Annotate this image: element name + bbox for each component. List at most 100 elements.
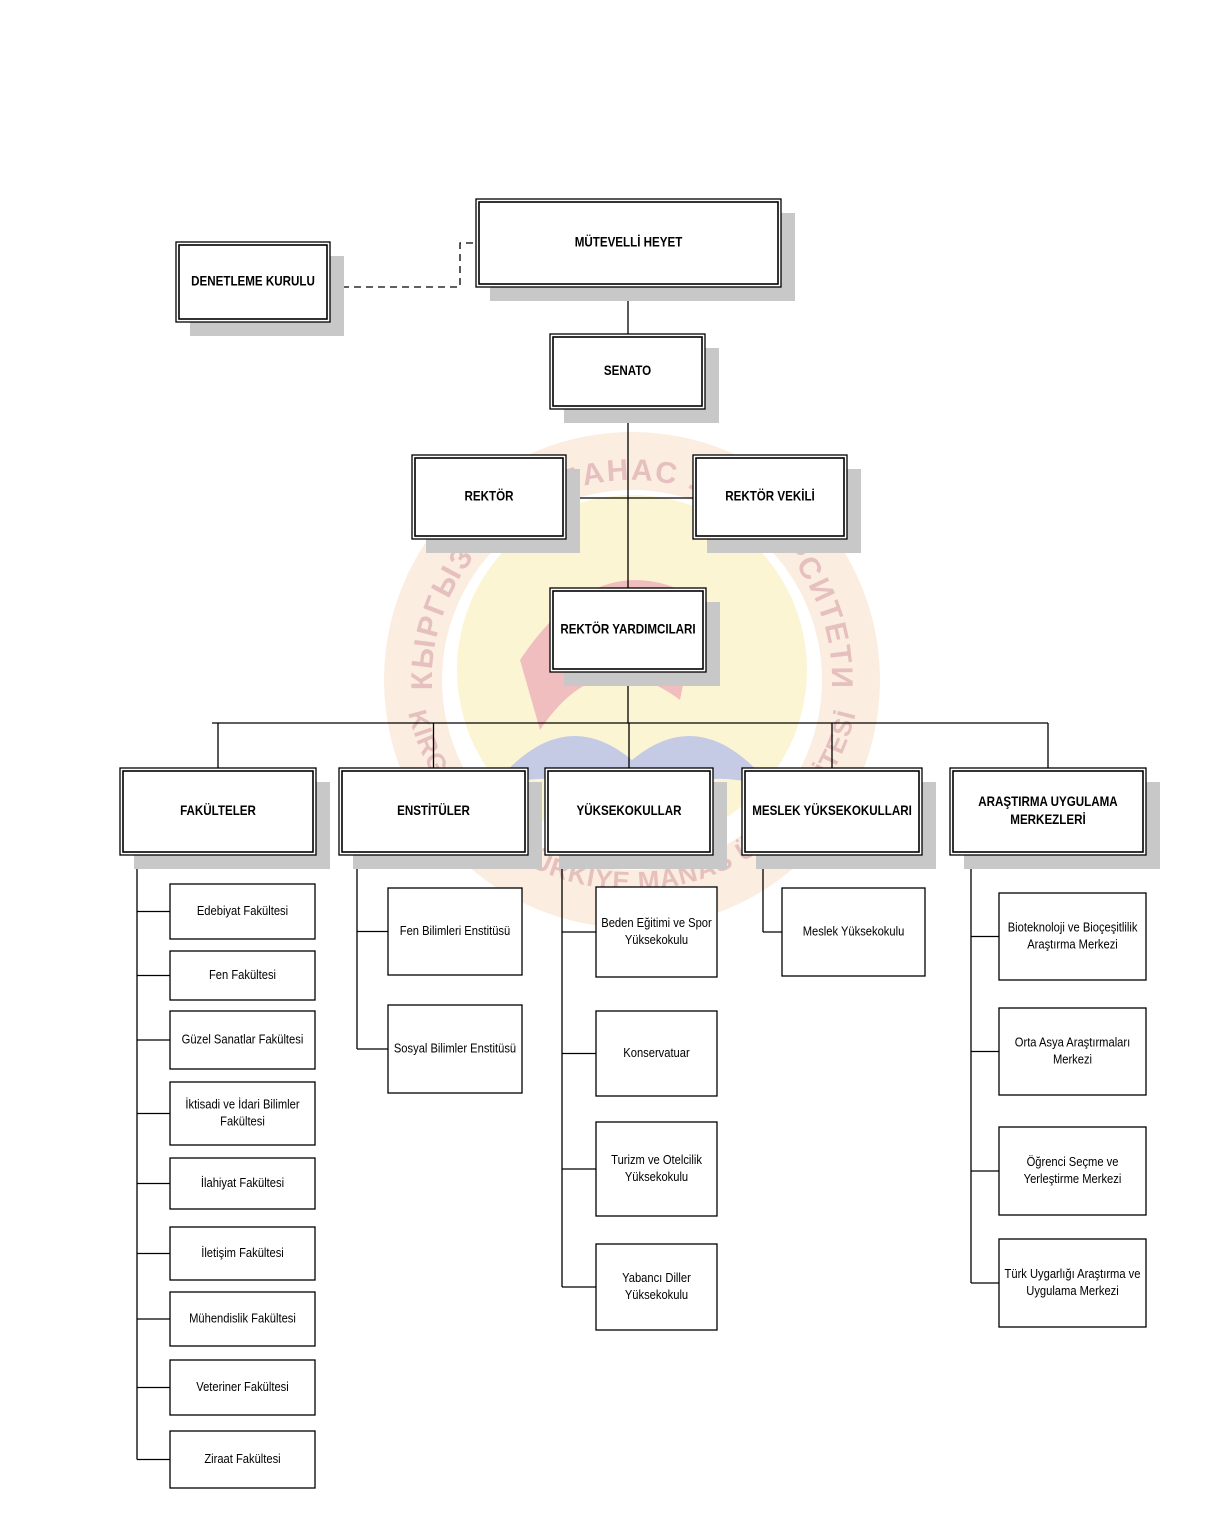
rector-box-outer-border	[411, 454, 567, 540]
research-centers-item-1-label-line-1: Bioteknoloji ve Bioçeşitlilik	[1008, 920, 1139, 935]
faculties-item-2-border	[169, 950, 316, 1001]
institutes-item-2-label: Sosyal Bilimler Enstitüsü	[394, 1041, 516, 1056]
institutes-item-1-label: Fen Bilimleri Enstitüsü	[400, 923, 510, 938]
faculties-item-5-label: İlahiyat Fakültesi	[201, 1175, 284, 1190]
colleges-item-3-border	[595, 1121, 718, 1217]
faculties-item-7-label: Mühendislik Fakültesi	[189, 1311, 296, 1326]
faculties-item-6-border	[169, 1226, 316, 1281]
org-boxes: MÜTEVELLİ HEYET DENETLEME KURULU SENATO REK…	[119, 198, 1160, 1489]
colleges-item-3-label-line-2: Yüksekokulu	[625, 1169, 688, 1184]
faculties-item-2[interactable]: Fen Fakültesi	[169, 950, 316, 1001]
rector-deputy-box-inner-border	[695, 457, 845, 537]
faculties-item-3-border	[169, 1010, 316, 1070]
research-centers-item-3-label-line-1: Öğrenci Seçme ve	[1027, 1154, 1119, 1169]
institutes-item-2[interactable]: Sosyal Bilimler Enstitüsü	[387, 1004, 523, 1094]
research-centers-item-1-border	[998, 892, 1147, 981]
institutes-item-2-border	[387, 1004, 523, 1094]
board-box-label: MÜTEVELLİ HEYET	[575, 234, 683, 250]
vocational-schools-box-outer-border	[741, 767, 923, 856]
senate-box-inner-border	[552, 336, 703, 407]
colleges-box[interactable]: YÜKSEKOKULLAR	[544, 767, 727, 869]
vocational-schools-box-label: MESLEK YÜKSEKOKULLARI	[752, 802, 912, 818]
vocational-schools-box[interactable]: MESLEK YÜKSEKOKULLARI	[741, 767, 936, 869]
faculties-item-6-label: İletişim Fakültesi	[201, 1245, 284, 1260]
faculties-item-1[interactable]: Edebiyat Fakültesi	[169, 883, 316, 940]
faculties-item-5-border	[169, 1157, 316, 1210]
connector-audit-board	[330, 242, 476, 288]
research-centers-item-4-label-line-2: Uygulama Merkezi	[1026, 1283, 1118, 1298]
faculties-item-6[interactable]: İletişim Fakültesi	[169, 1226, 316, 1281]
colleges-item-4-label-line-1: Yabancı Diller	[622, 1270, 691, 1285]
institutes-box-label: ENSTİTÜLER	[397, 802, 470, 818]
board-box-inner-border	[478, 201, 779, 285]
institutes-item-1-border	[387, 887, 523, 976]
vice-rectors-box[interactable]: REKTÖR YARDIMCILARI	[549, 587, 720, 686]
faculties-item-4-label-line-2: Fakültesi	[220, 1114, 265, 1129]
faculties-box-outer-border	[119, 767, 317, 856]
rector-box[interactable]: REKTÖR	[411, 454, 580, 553]
faculties-item-2-label: Fen Fakültesi	[209, 967, 276, 982]
research-centers-item-3-label-line-2: Yerleştirme Merkezi	[1024, 1171, 1122, 1186]
vice-rectors-box-outer-border	[549, 587, 707, 673]
faculties-item-8-label: Veteriner Fakültesi	[196, 1379, 288, 1394]
faculties-item-9[interactable]: Ziraat Fakültesi	[169, 1430, 316, 1489]
faculties-item-3-label: Güzel Sanatlar Fakültesi	[182, 1032, 304, 1047]
audit-box[interactable]: DENETLEME KURULU	[175, 241, 344, 336]
board-box-outer-border	[475, 198, 782, 288]
research-centers-item-2-label-line-1: Orta Asya Araştırmaları	[1015, 1035, 1130, 1050]
institutes-box-inner-border	[341, 770, 526, 853]
research-centers-box-inner-border	[952, 770, 1144, 853]
senate-box-outer-border	[549, 333, 706, 410]
faculties-item-4-label-line-1: İktisadi ve İdari Bilimler	[185, 1097, 299, 1112]
vocational-schools-box-inner-border	[744, 770, 920, 853]
research-centers-item-3[interactable]: Öğrenci Seçme ve Yerleştirme Merkezi	[998, 1126, 1147, 1216]
research-centers-item-3-border	[998, 1126, 1147, 1216]
research-centers-item-4-border	[998, 1238, 1147, 1328]
rector-deputy-box-label: REKTÖR VEKİLİ	[725, 488, 815, 504]
colleges-item-2-label: Konservatuar	[623, 1045, 689, 1060]
institutes-item-1[interactable]: Fen Bilimleri Enstitüsü	[387, 887, 523, 976]
colleges-item-4-label-line-2: Yüksekokulu	[625, 1287, 688, 1302]
colleges-item-2[interactable]: Konservatuar	[595, 1010, 718, 1097]
colleges-box-label: YÜKSEKOKULLAR	[576, 802, 681, 818]
colleges-item-3-label-line-1: Turizm ve Otelcilik	[611, 1152, 703, 1167]
faculties-item-5[interactable]: İlahiyat Fakültesi	[169, 1157, 316, 1210]
faculties-item-1-border	[169, 883, 316, 940]
faculties-item-1-label: Edebiyat Fakültesi	[197, 903, 288, 918]
vocational-schools-item-1-border	[781, 887, 926, 977]
research-centers-box[interactable]: ARAŞTIRMA UYGULAMA MERKEZLERİ	[949, 767, 1160, 869]
research-centers-box-outer-border	[949, 767, 1147, 856]
rector-deputy-box[interactable]: REKTÖR VEKİLİ	[692, 454, 861, 553]
faculties-item-3[interactable]: Güzel Sanatlar Fakültesi	[169, 1010, 316, 1070]
research-centers-item-4-label-line-1: Türk Uygarlığı Araştırma ve	[1005, 1266, 1141, 1281]
vocational-schools-item-1[interactable]: Meslek Yüksekokulu	[781, 887, 926, 977]
vocational-schools-item-1-label: Meslek Yüksekokulu	[803, 924, 905, 939]
senate-box[interactable]: SENATO	[549, 333, 719, 423]
audit-box-outer-border	[175, 241, 331, 323]
research-centers-item-4[interactable]: Türk Uygarlığı Araştırma ve Uygulama Merk…	[998, 1238, 1147, 1328]
research-centers-box-label-line-1: ARAŞTIRMA UYGULAMA	[978, 794, 1117, 809]
colleges-box-inner-border	[547, 770, 711, 853]
audit-box-label: DENETLEME KURULU	[191, 274, 315, 289]
rector-box-label: REKTÖR	[465, 488, 514, 504]
colleges-item-1-label-line-2: Yüksekokulu	[625, 932, 688, 947]
research-centers-item-2-border	[998, 1007, 1147, 1096]
faculties-item-4-border	[169, 1081, 316, 1146]
research-centers-box-label-line-2: MERKEZLERİ	[1010, 811, 1085, 827]
colleges-item-1-label-line-1: Beden Eğitimi ve Spor	[601, 915, 711, 930]
faculties-item-7[interactable]: Mühendislik Fakültesi	[169, 1291, 316, 1347]
rector-deputy-box-outer-border	[692, 454, 848, 540]
senate-box-label: SENATO	[604, 363, 651, 378]
faculties-box[interactable]: FAKÜLTELER	[119, 767, 330, 869]
faculties-item-8[interactable]: Veteriner Fakültesi	[169, 1359, 316, 1416]
audit-box-inner-border	[178, 244, 328, 320]
colleges-item-4-border	[595, 1243, 718, 1331]
institutes-box[interactable]: ENSTİTÜLER	[338, 767, 542, 869]
board-box[interactable]: MÜTEVELLİ HEYET	[475, 198, 795, 301]
